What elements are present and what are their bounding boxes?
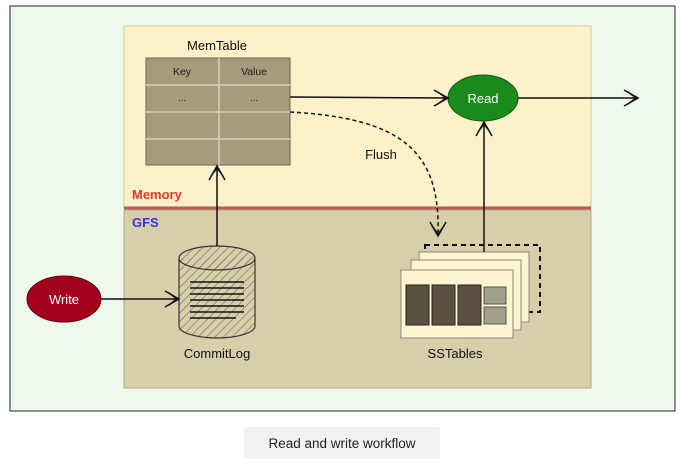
write-label: Write xyxy=(49,292,79,307)
arrowhead-memtable-to-read xyxy=(433,89,450,107)
read-label: Read xyxy=(467,91,498,106)
arrowhead-commitlog-to-memtable xyxy=(208,164,226,181)
arrowhead-read-out xyxy=(623,89,640,107)
workflow-diagram: Memory GFS MemTable Key Value ... ... Re… xyxy=(9,5,676,412)
commitlog-icon xyxy=(178,245,256,339)
memtable-cell-value: ... xyxy=(250,93,258,104)
arrowhead-sstables-to-read xyxy=(475,120,493,137)
gfs-label: GFS xyxy=(132,215,159,230)
caption-text: Read and write workflow xyxy=(268,435,416,451)
arrowhead-write-to-commitlog xyxy=(164,290,181,308)
memtable-header-value: Value xyxy=(241,66,267,78)
arrowhead-flush xyxy=(429,221,447,238)
memtable-title: MemTable xyxy=(187,38,247,53)
memtable-cell-key: ... xyxy=(178,93,186,104)
flush-label: Flush xyxy=(365,147,397,162)
memtable-header-key: Key xyxy=(173,66,192,78)
sstables-label: SSTables xyxy=(428,346,483,361)
memory-label: Memory xyxy=(132,187,183,202)
commitlog-label: CommitLog xyxy=(184,346,250,361)
diagram-caption: Read and write workflow xyxy=(244,427,440,459)
sstables-icon xyxy=(400,244,541,339)
memtable xyxy=(145,57,291,166)
arrow-memtable-to-read xyxy=(289,96,447,99)
arrow-flush xyxy=(289,111,439,233)
